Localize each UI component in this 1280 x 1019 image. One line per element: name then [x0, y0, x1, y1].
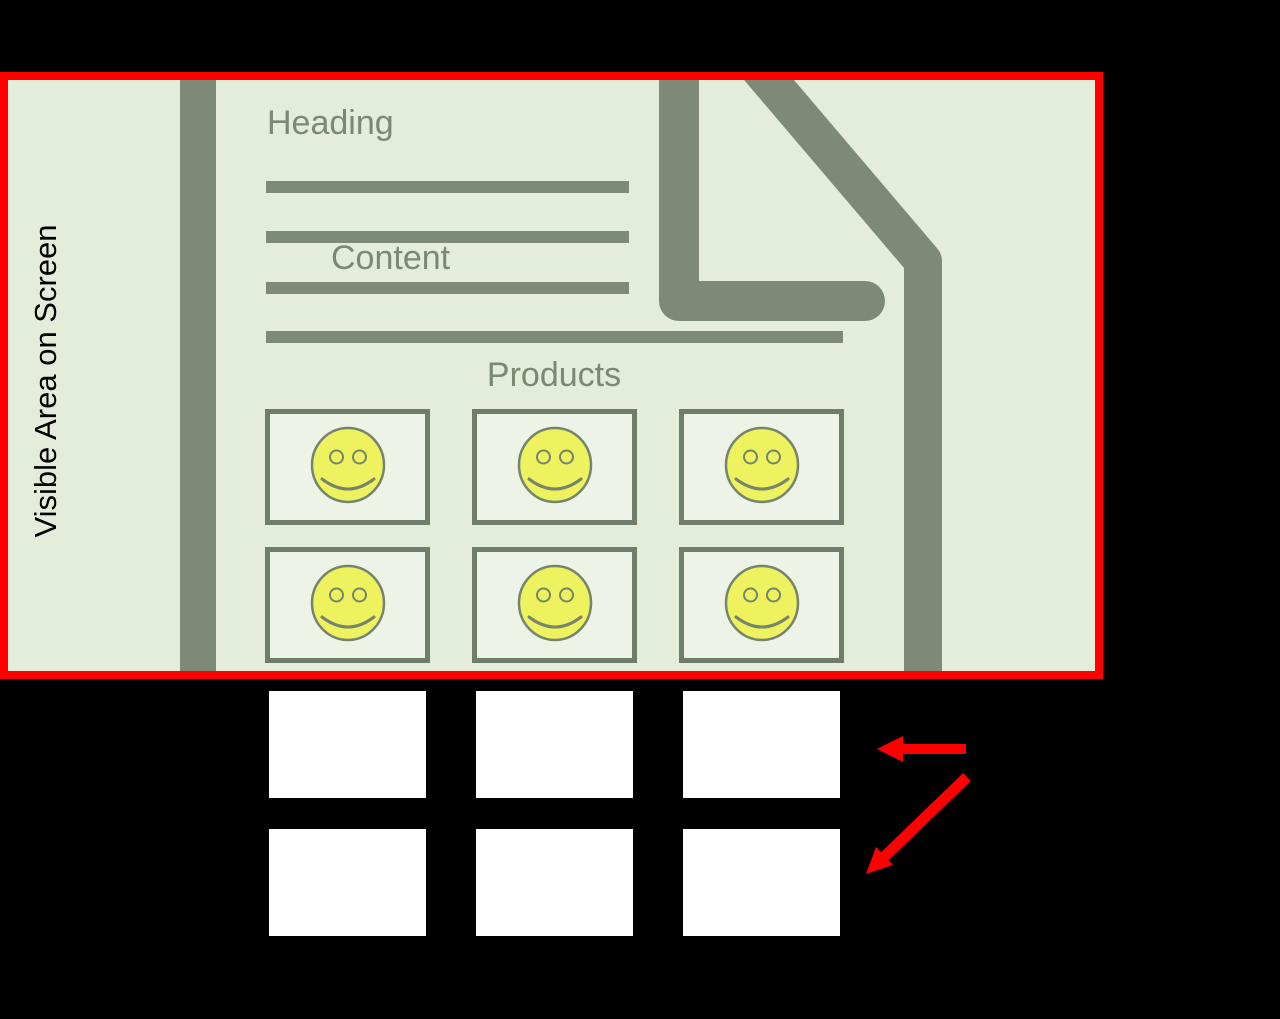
smiley-face-icon: [724, 564, 799, 642]
visible-area-frame: Visible Area on Screen Heading Content P…: [0, 72, 1103, 679]
product-image-box: [472, 547, 637, 663]
unloaded-image-placeholder: [476, 691, 633, 798]
page-heading-label: Heading: [267, 104, 394, 142]
product-image-grid: [265, 409, 844, 663]
smiley-face-icon: [517, 426, 592, 504]
unloaded-image-placeholder: [683, 691, 840, 798]
product-image-box: [265, 409, 430, 525]
offscreen-image-grid: [269, 691, 840, 936]
unloaded-image-placeholder: [476, 829, 633, 936]
unloaded-image-placeholder: [683, 829, 840, 936]
page-fold-corner: [659, 80, 885, 321]
text-line: [266, 331, 843, 343]
document-page-icon: [180, 80, 942, 671]
smiley-face-icon: [310, 426, 385, 504]
page-right-edge: [744, 80, 942, 671]
text-line: [266, 231, 629, 243]
text-line: [266, 181, 629, 193]
product-image-box: [472, 409, 637, 525]
smiley-face-icon: [724, 426, 799, 504]
left-arrow-icon: [877, 736, 966, 762]
page-left-edge: [180, 80, 216, 671]
smiley-face-icon: [310, 564, 385, 642]
text-line: [266, 282, 629, 294]
product-image-box: [679, 547, 844, 663]
unloaded-image-placeholder: [269, 691, 426, 798]
page-products-label: Products: [486, 356, 622, 394]
unloaded-image-placeholder: [269, 829, 426, 936]
page-content-label: Content: [331, 239, 451, 277]
product-image-box: [265, 547, 430, 663]
down-left-arrow-icon: [866, 773, 971, 874]
smiley-face-icon: [517, 564, 592, 642]
product-image-box: [679, 409, 844, 525]
